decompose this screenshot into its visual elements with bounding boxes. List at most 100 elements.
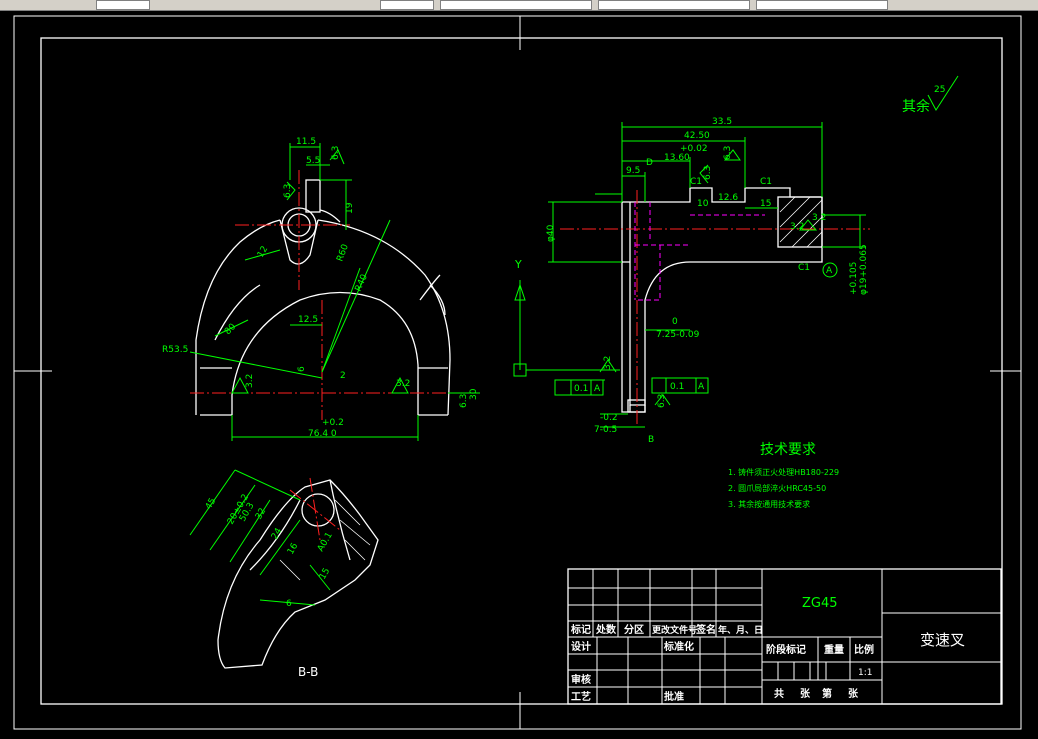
lineweight-field[interactable]: [598, 0, 750, 10]
dim-side-26: 0.1: [670, 382, 684, 392]
dim-front-11: 2: [340, 371, 346, 381]
dim-section-4: 24: [270, 526, 285, 541]
dim-side-12: 15: [760, 199, 771, 209]
row-4: 批准: [664, 690, 684, 703]
section-view: 45 20±0.2 50.3 32 24 16 A0.1 15 6 B-B: [189, 469, 379, 679]
dim-side-13: 3.2: [790, 222, 804, 232]
centering-marks: [14, 16, 1021, 729]
hdr-5: 年、月、日: [718, 624, 763, 636]
scale-value: 1:1: [858, 668, 872, 678]
hdr-1: 处数: [595, 623, 617, 636]
dim-side-7: 6.3: [703, 166, 713, 180]
dim-side-0: 33.5: [712, 117, 732, 127]
dim-side-21: -0.2: [600, 413, 618, 423]
dim-front-16: 30: [469, 388, 479, 400]
dim-front-14: 3.2: [396, 379, 410, 389]
dim-section-5: 16: [286, 541, 301, 556]
section-label: B-B: [298, 665, 318, 679]
dim-front-3: 6.3: [283, 184, 293, 198]
row-0: 设计: [571, 640, 591, 653]
dim-side-2: +0.02: [680, 144, 708, 154]
dim-front-15: 6.3: [459, 394, 469, 408]
dim-section-3: 32: [254, 507, 268, 522]
hdr-3: 更改文件号: [652, 624, 697, 636]
dim-side-28: 3.2: [812, 213, 826, 223]
dim-front-18: 76.4 0: [308, 429, 337, 439]
dim-side-29: 3.2: [603, 356, 613, 370]
dim-side-17: +0.105: [849, 262, 859, 295]
part-name: 变速叉: [920, 631, 965, 649]
roughness-label: 其余: [902, 98, 930, 115]
stage-2: 比例: [854, 643, 874, 656]
side-view: 33.5 42.50 +0.02 13.60 D 6.3 9.5 6.3 C1 …: [546, 117, 870, 445]
stage-1: 重量: [824, 643, 844, 656]
dim-side-8: C1: [690, 177, 702, 187]
dim-front-2: 6.3: [331, 146, 341, 160]
dim-side-1: 42.50: [684, 131, 710, 141]
dim-side-5: 6.3: [723, 146, 733, 160]
dim-front-5: R60: [335, 243, 351, 263]
roughness-note: 其余 25: [902, 75, 959, 115]
dim-side-4: D: [646, 158, 653, 168]
dim-front-6: R40: [354, 273, 370, 293]
dim-front-10: 80: [223, 322, 238, 337]
outer-border: [13, 15, 1022, 730]
dim-front-8: 12.5: [298, 315, 318, 325]
dim-side-16: A: [826, 266, 833, 276]
dim-section-0: 45: [204, 497, 218, 512]
sheet-1: 张: [800, 687, 811, 700]
tech-title: 技术要求: [760, 442, 816, 458]
tech-item-1: 1. 铸件须正火处理HB180-229: [728, 467, 839, 477]
row-2: 审核: [571, 673, 591, 686]
roughness-value: 25: [934, 85, 945, 95]
dim-side-22: 7-0.5: [594, 425, 617, 435]
hdr-4: 签名: [695, 623, 716, 636]
dim-side-15: C1: [798, 263, 810, 273]
dim-front-4: 19: [345, 202, 355, 214]
tech-item-2: 2. 圆爪局部淬火HRC45-50: [728, 483, 826, 493]
dim-front-17: +0.2: [322, 418, 344, 428]
row-1: 标准化: [663, 640, 694, 653]
dim-front-9: R53.5: [162, 345, 188, 355]
dim-side-20: 7.25-0.09: [656, 330, 700, 340]
material-label: ZG45: [802, 596, 838, 611]
toolbar: [0, 0, 1038, 11]
sheet-2: 第: [822, 687, 832, 700]
layer-field[interactable]: [96, 0, 150, 10]
stage-0: 阶段标记: [766, 643, 806, 656]
dim-side-25: A: [594, 384, 601, 394]
dim-side-3: 13.60: [664, 153, 690, 163]
dim-front-13: 3.2: [245, 374, 255, 388]
dim-side-30: 6.3: [657, 394, 667, 408]
ucs-icon: Y: [513, 258, 620, 377]
sheet-3: 张: [848, 687, 859, 700]
dim-front-0: 11.5: [296, 137, 316, 147]
linetype-field[interactable]: [440, 0, 592, 10]
plotstyle-field[interactable]: [756, 0, 888, 10]
dim-side-10: 10: [697, 199, 709, 209]
sheet-0: 共: [774, 687, 784, 700]
row-3: 工艺: [571, 690, 591, 703]
dim-side-14: φ40: [546, 224, 556, 242]
title-block: ZG45 变速叉 1:1 标记 处数 分区 更改文件号 签名 年、月、日 设计 …: [567, 568, 1002, 705]
dim-side-27: A: [698, 382, 705, 392]
tech-item-3: 3. 其余按通用技术要求: [728, 499, 810, 509]
dim-side-24: 0.1: [574, 384, 588, 394]
dim-front-12: 6: [297, 366, 307, 372]
dim-side-9: C1: [760, 177, 772, 187]
hdr-0: 标记: [570, 623, 591, 636]
dim-front-7: 12: [256, 245, 270, 260]
dim-side-6: 9.5: [626, 166, 640, 176]
dim-section-7: 15: [318, 567, 332, 582]
axis-y-label: Y: [514, 258, 522, 271]
inner-border: [40, 37, 1003, 705]
tech-requirements: 技术要求 1. 铸件须正火处理HB180-229 2. 圆爪局部淬火HRC45-…: [728, 442, 839, 509]
dim-side-19: 0: [672, 317, 678, 327]
dim-front-1: 5.5: [306, 156, 320, 166]
dim-side-11: 12.6: [718, 193, 738, 203]
dim-section-8: 6: [286, 599, 292, 609]
drawing-canvas[interactable]: 其余 25: [0, 10, 1038, 735]
hdr-2: 分区: [624, 623, 644, 636]
front-view: 11.5 5.5 6.3 6.3 19 R60 R40 12 12.5 R53.…: [162, 137, 480, 441]
color-field[interactable]: [380, 0, 434, 10]
